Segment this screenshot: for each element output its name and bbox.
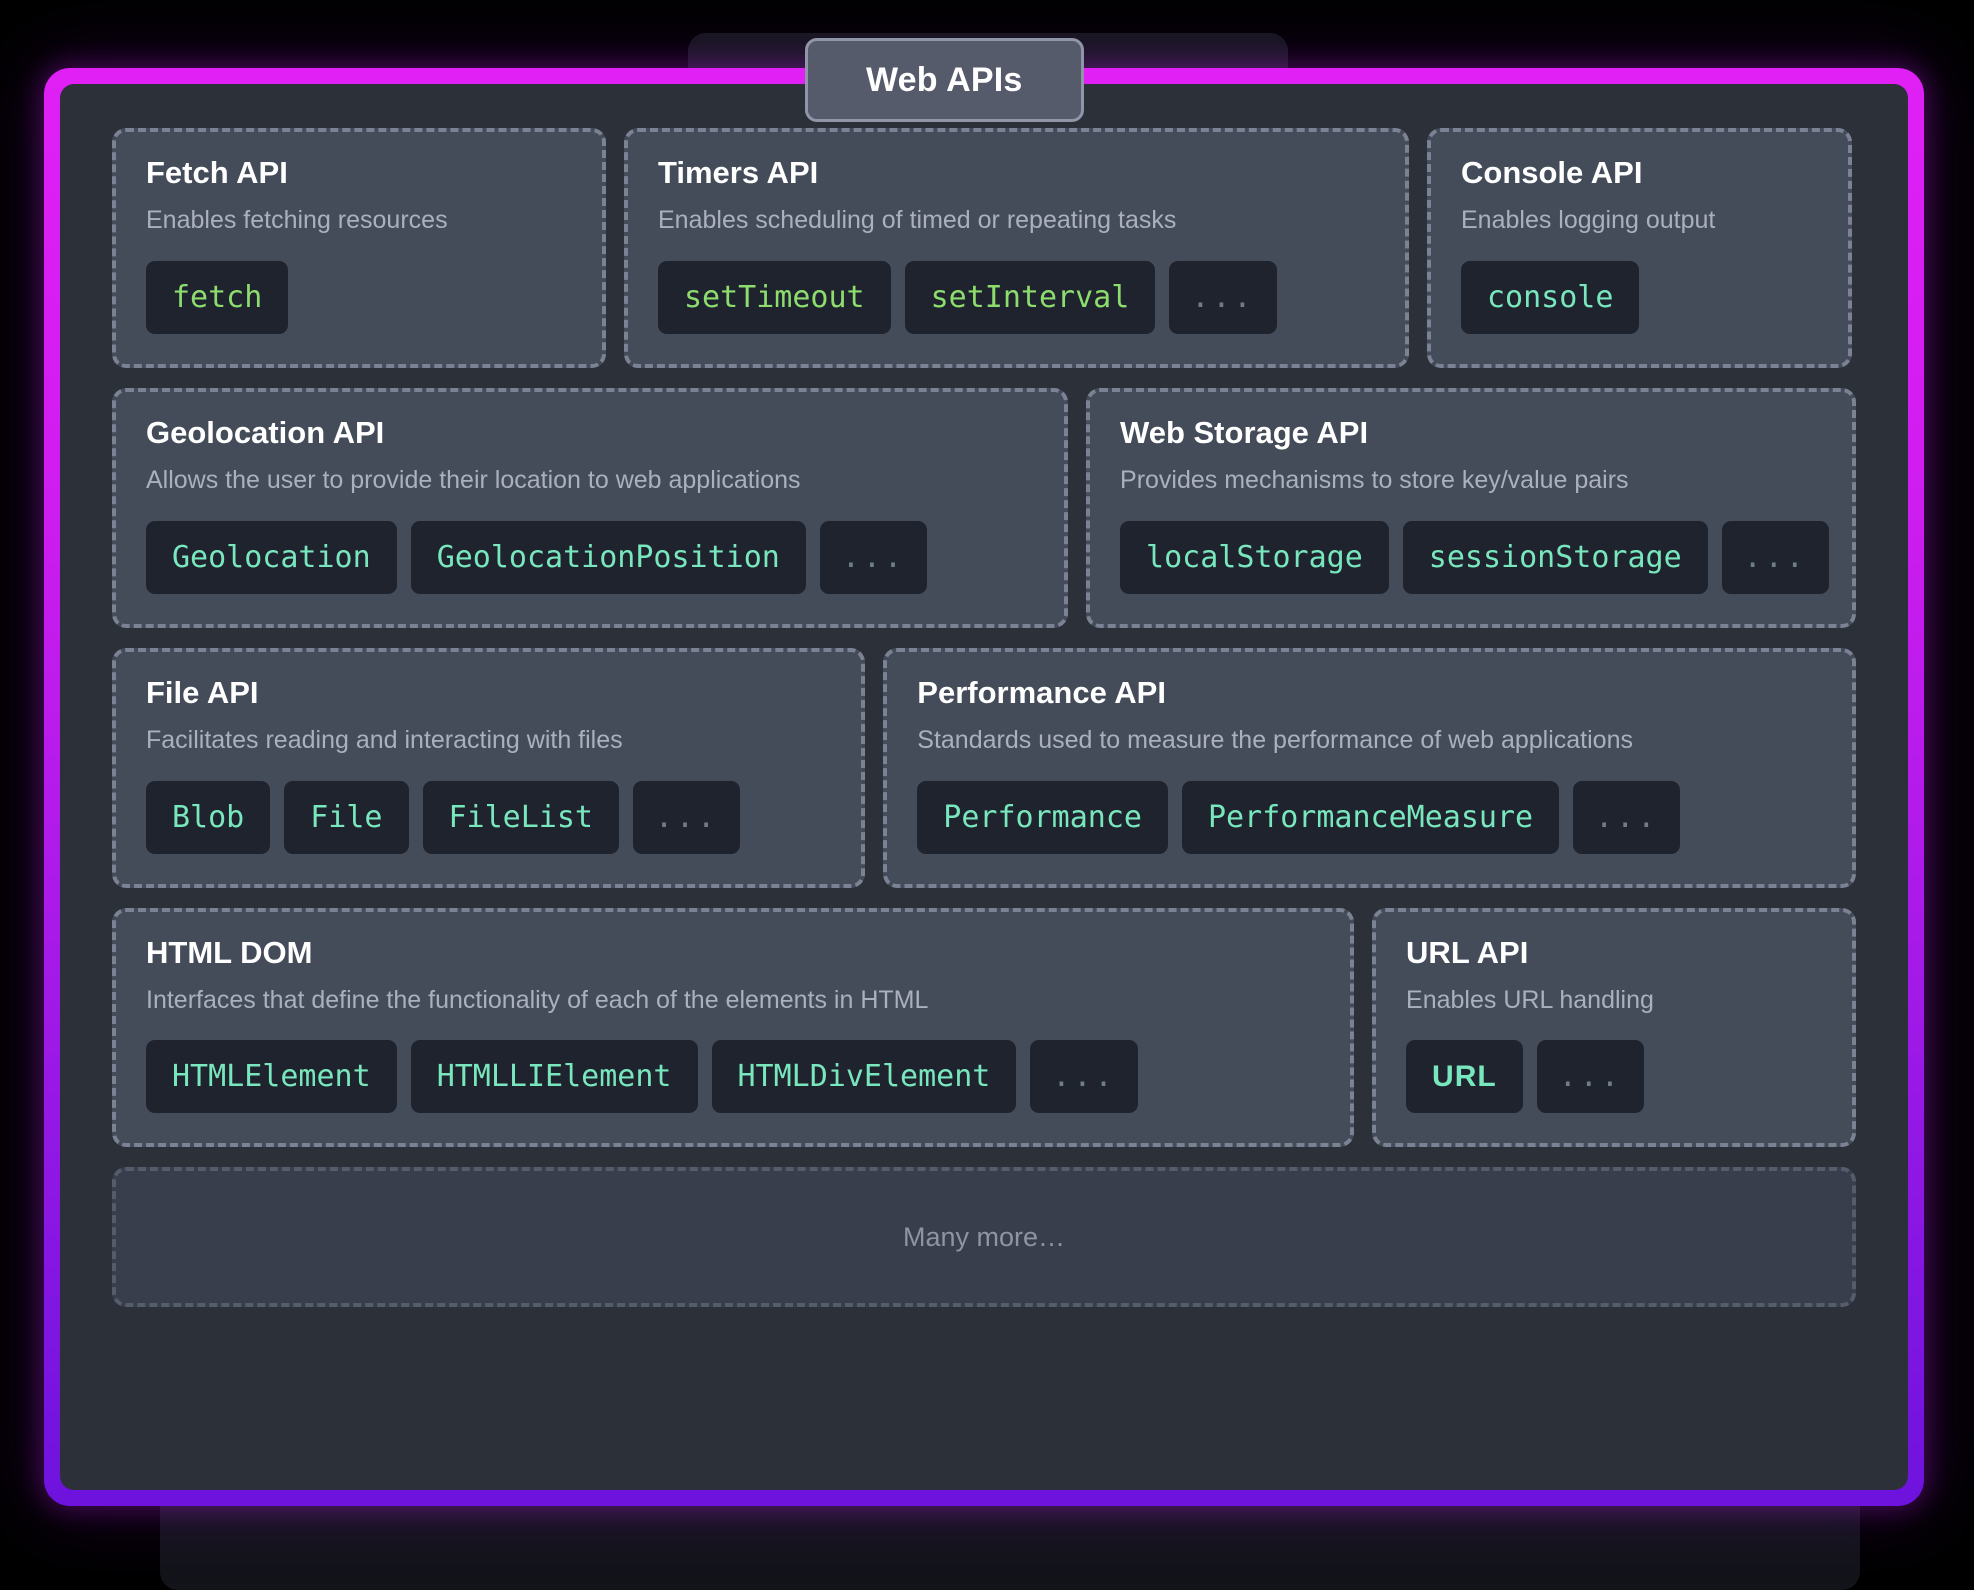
api-description: Provides mechanisms to store key/value p… [1120,465,1629,494]
api-member-chips: setTimeout setInterval ... [658,260,1375,334]
card-row-4: HTML DOM Interfaces that define the func… [112,907,1856,1148]
api-member-chip[interactable]: HTMLLIElement [410,1040,698,1114]
many-more-card[interactable]: Many more… [112,1167,1856,1308]
api-description: Standards used to measure the performanc… [917,725,1633,754]
api-card-timers[interactable]: Timers API Enables scheduling of timed o… [624,128,1409,368]
api-member-chip-more[interactable]: ... [633,780,741,854]
api-title: Console API [1461,155,1643,190]
api-member-chip[interactable]: Geolocation [146,520,397,594]
api-card-web-storage[interactable]: Web Storage API Provides mechanisms to s… [1086,387,1856,628]
api-member-chips: localStorage sessionStorage ... [1120,520,1829,594]
api-description: Enables URL handling [1406,985,1654,1014]
api-title: HTML DOM [146,934,313,970]
api-member-chips: Performance PerformanceMeasure ... [917,780,1822,854]
api-member-chip[interactable]: fetch [146,260,289,334]
many-more-label: Many more… [902,1221,1066,1252]
api-member-chip[interactable]: Blob [146,780,271,854]
diagram-title: Web APIs [866,61,1023,99]
api-member-chips: HTMLElement HTMLLIElement HTMLDivElement… [146,1040,1320,1114]
api-member-chips: Geolocation GeolocationPosition ... [146,520,1034,594]
api-card-file[interactable]: File API Facilitates reading and interac… [112,647,866,888]
api-title: File API [146,674,259,710]
api-title: Timers API [658,155,819,190]
api-description: Allows the user to provide their locatio… [146,465,801,494]
api-member-chip-more[interactable]: ... [1030,1040,1138,1114]
api-member-chip[interactable]: localStorage [1120,520,1389,594]
api-card-fetch[interactable]: Fetch API Enables fetching resources fet… [112,128,606,368]
card-row-3: File API Facilitates reading and interac… [112,647,1856,888]
api-member-chip-more[interactable]: ... [819,520,928,594]
diagram-title-badge: Web APIs [805,38,1084,122]
card-row-1: Fetch API Enables fetching resources fet… [112,128,1856,368]
api-card-html-dom[interactable]: HTML DOM Interfaces that define the func… [112,907,1355,1148]
api-member-chip[interactable]: GeolocationPosition [410,520,806,594]
api-title: URL API [1406,934,1529,970]
api-card-console[interactable]: Console API Enables logging output conso… [1427,128,1852,368]
api-card-performance[interactable]: Performance API Standards used to measur… [883,647,1856,888]
api-member-chip[interactable]: URL [1406,1040,1523,1114]
api-member-chip[interactable]: sessionStorage [1402,520,1708,594]
card-row-2: Geolocation API Allows the user to provi… [112,387,1856,628]
api-member-chips: console [1461,260,1818,334]
api-member-chip[interactable]: setTimeout [658,260,891,334]
api-member-chip[interactable]: setInterval [904,260,1156,334]
api-title: Geolocation API [146,414,385,450]
api-card-geolocation[interactable]: Geolocation API Allows the user to provi… [112,387,1069,628]
api-member-chip[interactable]: FileList [422,780,619,854]
api-description: Facilitates reading and interacting with… [146,725,623,754]
api-description: Interfaces that define the functionality… [146,985,929,1014]
api-member-chips: fetch [146,260,572,334]
web-apis-group-inner: Fetch API Enables fetching resources fet… [60,84,1908,1490]
api-card-url[interactable]: URL API Enables URL handling URL ... [1372,907,1856,1148]
api-description: Enables fetching resources [146,206,448,235]
api-member-chip[interactable]: File [284,780,409,854]
api-member-chip[interactable]: Performance [917,780,1168,854]
api-title: Fetch API [146,155,288,190]
api-member-chip-more[interactable]: ... [1536,1040,1644,1114]
api-member-chip[interactable]: HTMLDivElement [711,1040,1017,1114]
api-description: Enables logging output [1461,206,1716,235]
api-member-chip-more[interactable]: ... [1169,260,1277,334]
api-member-chip[interactable]: console [1461,260,1640,334]
api-member-chip-more[interactable]: ... [1721,520,1829,594]
api-description: Enables scheduling of timed or repeating… [658,206,1177,235]
api-title: Performance API [917,674,1166,710]
web-apis-group: Fetch API Enables fetching resources fet… [44,68,1924,1506]
api-title: Web Storage API [1120,414,1369,450]
api-member-chip[interactable]: PerformanceMeasure [1181,780,1560,854]
api-member-chip[interactable]: HTMLElement [146,1040,397,1114]
api-member-chip-more[interactable]: ... [1573,780,1681,854]
api-member-chips: URL ... [1406,1040,1822,1114]
api-member-chips: Blob File FileList ... [146,780,831,854]
